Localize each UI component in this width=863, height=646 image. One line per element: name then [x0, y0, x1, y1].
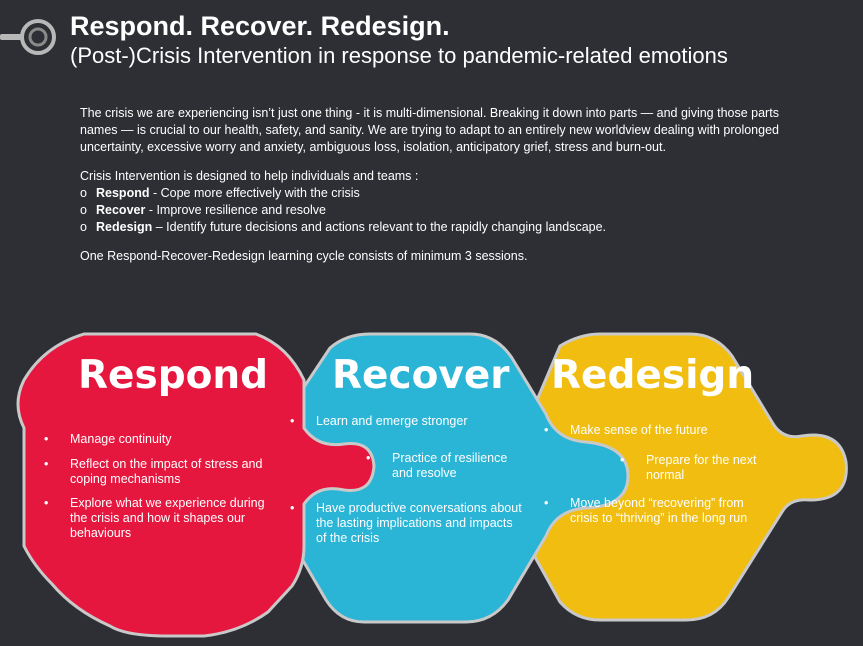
bullet-glyph: o — [80, 186, 87, 200]
list-item: o Redesign – Identify future decisions an… — [80, 219, 800, 236]
list-item: Manage continuity — [44, 432, 300, 447]
list-item: Move beyond “recovering” from crisis to … — [544, 496, 770, 526]
list-item: Learn and emerge stronger — [290, 414, 516, 429]
list-item: Practice of resilience and resolve — [366, 451, 527, 481]
item-term: Respond — [96, 186, 150, 200]
intro-list: o Respond - Cope more effectively with th… — [80, 185, 800, 236]
list-item: o Respond - Cope more effectively with th… — [80, 185, 800, 202]
list-item: Prepare for the next normal — [620, 453, 781, 483]
list-item: Make sense of the future — [544, 423, 750, 438]
item-text: - Improve resilience and resolve — [145, 203, 326, 217]
bullet-glyph: o — [80, 203, 87, 217]
recover-title: Recover — [332, 353, 510, 398]
intro-paragraph: The crisis we are experiencing isn’t jus… — [80, 106, 779, 154]
respond-title: Respond — [78, 353, 269, 398]
ring-logo-icon — [0, 19, 56, 55]
page-subtitle: (Post-)Crisis Intervention in response t… — [70, 43, 728, 68]
recover-panel: Recover Learn and emerge stronger Practi… — [0, 0, 630, 646]
item-term: Redesign — [96, 220, 153, 234]
item-text: – Identify future decisions and actions … — [152, 220, 607, 234]
list-item: Explore what we experience during the cr… — [44, 496, 275, 541]
page-title: Respond. Recover. Redesign. — [70, 11, 450, 41]
intro-text: The crisis we are experiencing isn’t jus… — [80, 105, 800, 277]
item-text: - Cope more effectively with the crisis — [149, 186, 360, 200]
intro-lead: Crisis Intervention is designed to help … — [80, 169, 419, 183]
list-item: Reflect on the impact of stress and copi… — [44, 457, 285, 487]
respond-panel: Respond Manage continuity Reflect on the… — [0, 0, 310, 646]
list-item: o Recover - Improve resilience and resolv… — [80, 202, 800, 219]
bullet-glyph: o — [80, 220, 87, 234]
intro-closing: One Respond-Recover-Redesign learning cy… — [80, 249, 528, 263]
item-term: Recover — [96, 203, 146, 217]
list-item: Have productive conversations about the … — [290, 501, 526, 546]
redesign-title: Redesign — [551, 353, 755, 398]
